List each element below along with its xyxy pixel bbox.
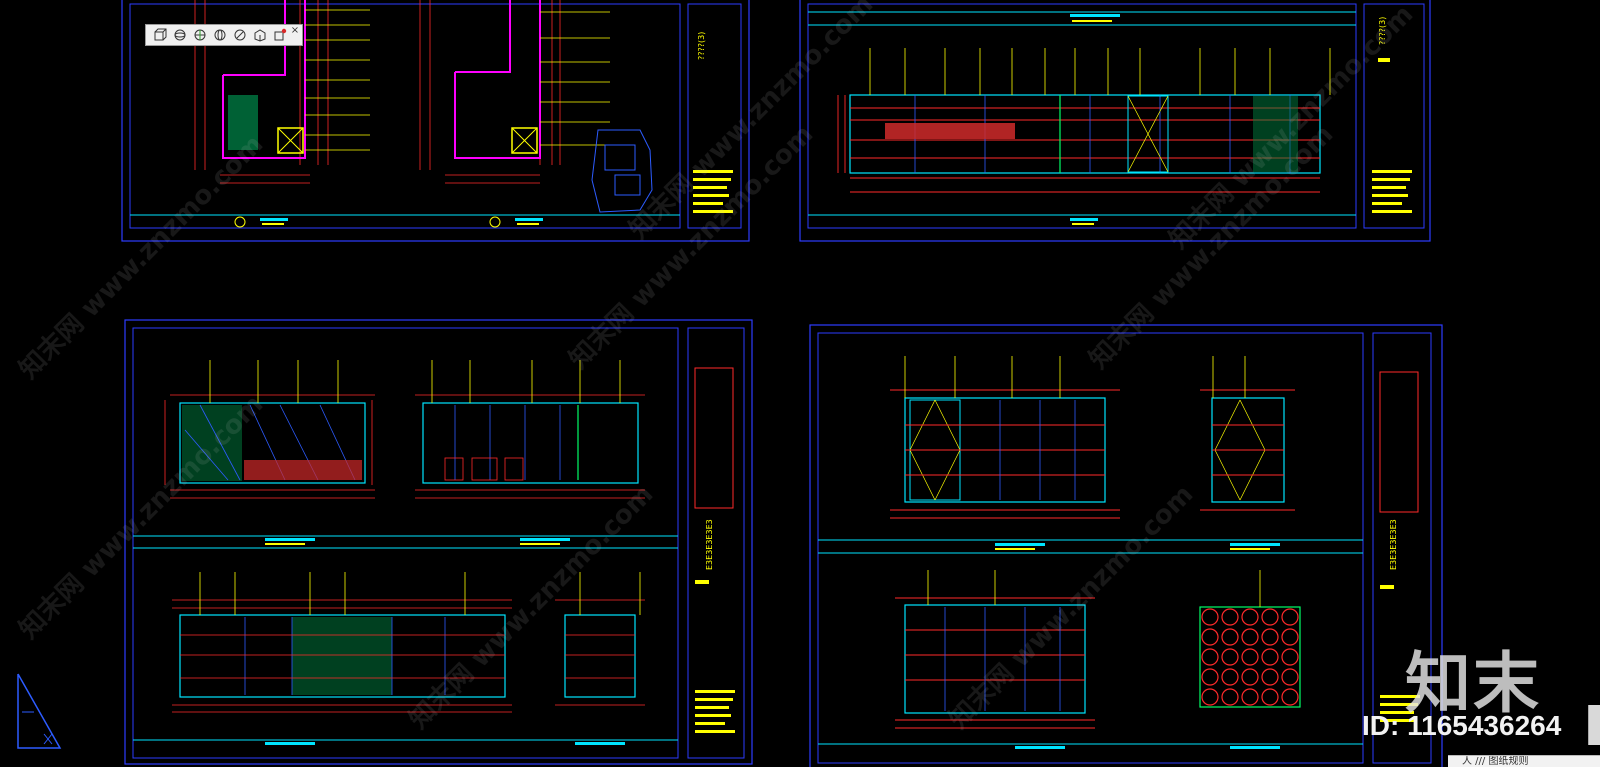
title-block-text: E3E3E3E3E3 [1389, 519, 1398, 570]
orbit-icon[interactable] [170, 26, 190, 44]
wine-rack-cell [1201, 668, 1219, 686]
box-icon[interactable] [250, 26, 270, 44]
zoom-icon[interactable] [210, 26, 230, 44]
watermark-id: ID: 1165436264 [1362, 710, 1562, 741]
pan-icon[interactable] [190, 26, 210, 44]
svg-text:知末网 www.znzmo.com: 知末网 www.znzmo.com [1164, 0, 1419, 255]
wine-rack-cell [1221, 688, 1239, 706]
status-strip: 人 /// 图纸规则 [1448, 755, 1600, 767]
sheet-top-right: ????(3) [799, 0, 1431, 242]
wine-rack-cell [1261, 648, 1279, 666]
wine-rack-cell [1281, 688, 1299, 706]
wine-rack-cell [1201, 608, 1219, 626]
view-toolbar: × [145, 24, 303, 46]
wine-rack-cell [1261, 688, 1279, 706]
sheet-bottom-right: E3E3E3E3E3 [809, 324, 1443, 767]
title-block-text: E3E3E3E3E3 [705, 519, 714, 570]
wine-rack-cell [1281, 668, 1299, 686]
wine-rack-cell [1281, 648, 1299, 666]
wine-rack-cell [1241, 628, 1259, 646]
wine-rack-cell [1221, 608, 1239, 626]
wine-rack-cell [1201, 688, 1219, 706]
sheet-bottom-left: E3E3E3E3E3 [124, 319, 753, 765]
watermark-logo: 知末 [1405, 645, 1541, 722]
walk-icon[interactable] [230, 26, 250, 44]
wine-rack-cell [1241, 648, 1259, 666]
vertical-scrollbar[interactable] [1588, 705, 1600, 745]
wine-rack-cell [1221, 668, 1239, 686]
svg-text:知末网 www.znzmo.com: 知末网 www.znzmo.com [14, 389, 269, 644]
wine-rack-cell [1241, 608, 1259, 626]
svg-text:知末网 www.znzmo.com: 知末网 www.znzmo.com [14, 129, 269, 384]
title-block-text: ????(3) [1378, 17, 1387, 45]
wine-rack-cell [1221, 628, 1239, 646]
view-cube-icon[interactable] [150, 26, 170, 44]
wine-rack-cell [1201, 648, 1219, 666]
title-block-text: ????(3) [697, 32, 706, 60]
ucs-axis-icon [17, 673, 62, 749]
toolbar-close-button[interactable]: × [290, 25, 300, 36]
wine-rack-cell [1261, 628, 1279, 646]
wine-rack-cell [1281, 608, 1299, 626]
wine-rack-cell [1241, 688, 1259, 706]
wine-rack-cell [1241, 668, 1259, 686]
wine-rack-cell [1261, 668, 1279, 686]
wine-rack-cell [1281, 628, 1299, 646]
rotate-icon[interactable] [270, 26, 290, 44]
wine-rack-cell [1201, 628, 1219, 646]
wine-rack-cell [1221, 648, 1239, 666]
wine-rack-cell [1261, 608, 1279, 626]
